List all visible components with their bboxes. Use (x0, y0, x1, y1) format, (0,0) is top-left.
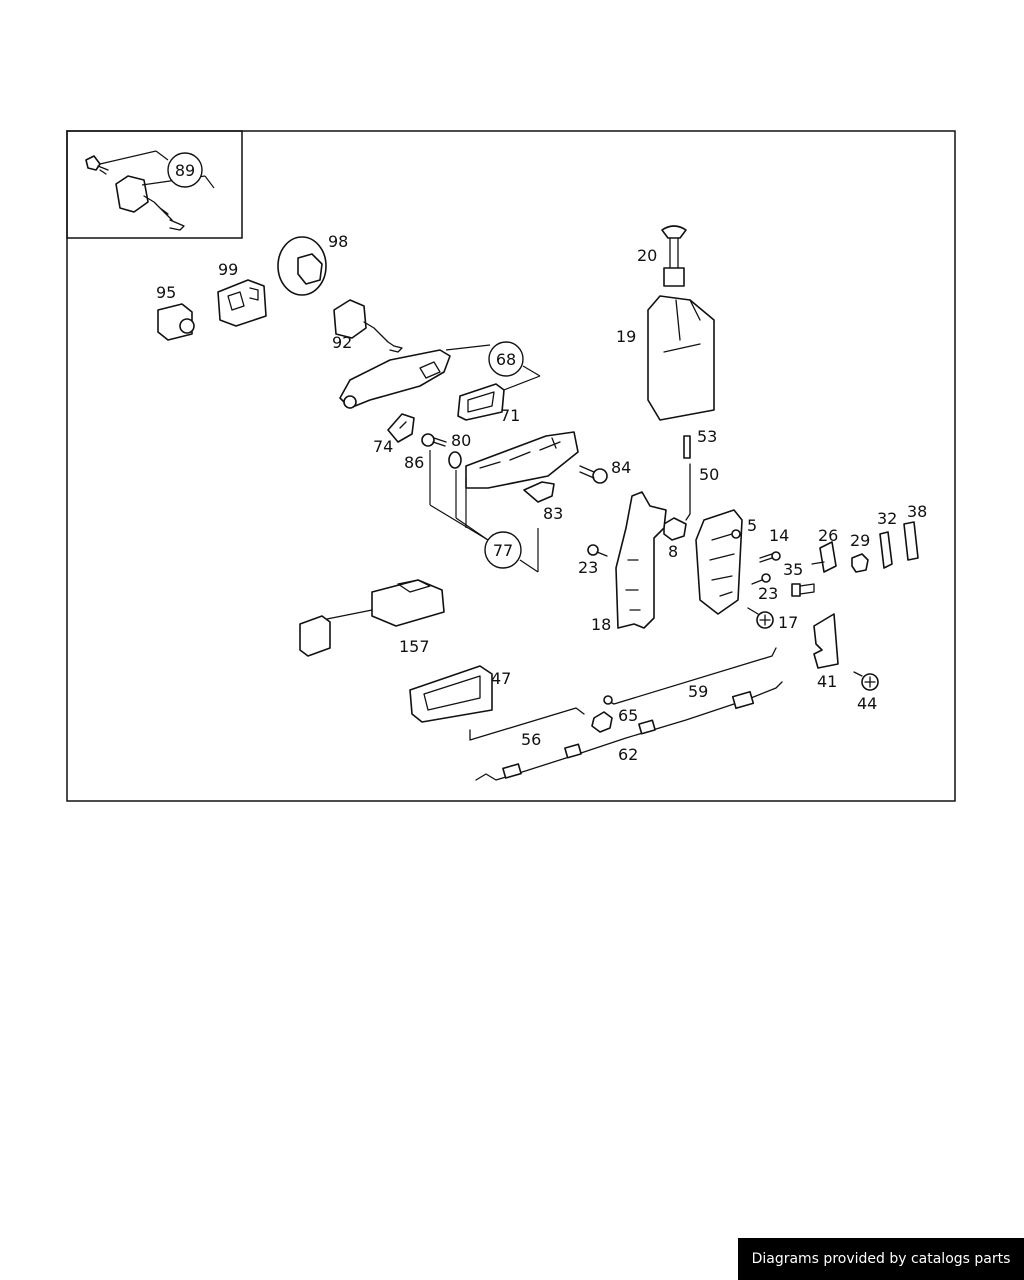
cap-98-drawing (277, 236, 327, 296)
callout-23b: 23 (758, 584, 778, 603)
callout-59: 59 (688, 682, 708, 701)
callout-38: 38 (907, 502, 927, 521)
callout-26: 26 (818, 526, 838, 545)
bezel-71-drawing (457, 383, 505, 421)
callout-44: 44 (857, 694, 877, 713)
callout-99: 99 (218, 260, 238, 279)
leader-77d (455, 517, 489, 541)
screw-14-drawing (759, 551, 781, 563)
callout-71: 71 (500, 406, 520, 425)
plate-32-drawing (879, 531, 893, 569)
callout-65: 65 (618, 706, 638, 725)
callout-20: 20 (637, 246, 657, 265)
bumper-29-drawing (851, 553, 869, 573)
callout-68: 68 (496, 350, 516, 369)
callout-98: 98 (328, 232, 348, 251)
cylinder-92-drawing (333, 299, 403, 353)
screw-44-drawing (853, 671, 879, 691)
leader-68b (522, 365, 541, 377)
credit-text: Diagrams provided by catalogs parts (751, 1251, 1011, 1267)
striker-26-drawing (811, 541, 837, 573)
callout-95: 95 (156, 283, 176, 302)
bracket-18-drawing (615, 491, 667, 629)
screw-17-drawing (747, 607, 774, 629)
callout-74: 74 (373, 437, 393, 456)
handle-68-drawing (339, 349, 451, 409)
callout-32: 32 (877, 509, 897, 528)
carrier-77-drawing (465, 431, 579, 489)
rod-56-drawing (469, 707, 585, 741)
leader-77b (429, 504, 489, 541)
plate-38-drawing (903, 521, 919, 561)
bracket-83-drawing (523, 481, 555, 503)
callout-41: 41 (817, 672, 837, 691)
callout-29: 29 (850, 531, 870, 550)
button-95-drawing (157, 303, 195, 341)
callout-17: 17 (778, 613, 798, 632)
callout-ring-68 (488, 341, 524, 377)
rod-50-drawing (685, 463, 691, 521)
pin-53-drawing (683, 435, 691, 459)
key-89-drawing (85, 150, 215, 231)
callout-62: 62 (618, 745, 638, 764)
callout-23a: 23 (578, 558, 598, 577)
callout-53: 53 (697, 427, 717, 446)
callout-ring-77 (484, 531, 522, 569)
callout-19: 19 (616, 327, 636, 346)
callout-50: 50 (699, 465, 719, 484)
screw-86-drawing (421, 433, 447, 447)
callout-14: 14 (769, 526, 789, 545)
knob-20-drawing (661, 225, 687, 287)
screw-23b-drawing (751, 573, 771, 585)
washer-80-drawing (448, 451, 462, 469)
callout-18: 18 (591, 615, 611, 634)
screw-23a-drawing (587, 544, 608, 557)
callout-35: 35 (783, 560, 803, 579)
handle-47-drawing (409, 665, 493, 723)
callout-80: 80 (451, 431, 471, 450)
callout-86: 86 (404, 453, 424, 472)
callout-83: 83 (543, 504, 563, 523)
callout-5: 5 (747, 516, 757, 535)
leader-68a (445, 344, 491, 351)
callout-84: 84 (611, 458, 631, 477)
actuator-157-drawing (299, 579, 445, 657)
diagram-frame (66, 130, 956, 802)
lock-5-drawing (695, 509, 743, 615)
clip-65-drawing (591, 711, 613, 733)
credit-banner: Diagrams provided by catalogs parts (738, 1238, 1024, 1280)
callout-56: 56 (521, 730, 541, 749)
clip-8-drawing (663, 517, 687, 541)
rod-59-drawing (603, 647, 777, 705)
bolt-35-drawing (791, 583, 815, 597)
callout-89: 89 (175, 161, 195, 180)
screw-84-drawing (579, 465, 608, 484)
callout-8: 8 (668, 542, 678, 561)
bracket-41-drawing (813, 613, 839, 669)
inset-frame (66, 130, 243, 239)
callout-157: 157 (399, 637, 430, 656)
housing-99-drawing (217, 279, 267, 327)
cover-19-drawing (647, 295, 715, 421)
cable-62-drawing (475, 681, 783, 781)
callout-77: 77 (493, 541, 513, 560)
callout-92: 92 (332, 333, 352, 352)
callout-ring-89 (167, 152, 203, 188)
leader-77g (519, 559, 539, 573)
callout-47: 47 (491, 669, 511, 688)
clip-74-drawing (387, 413, 415, 443)
